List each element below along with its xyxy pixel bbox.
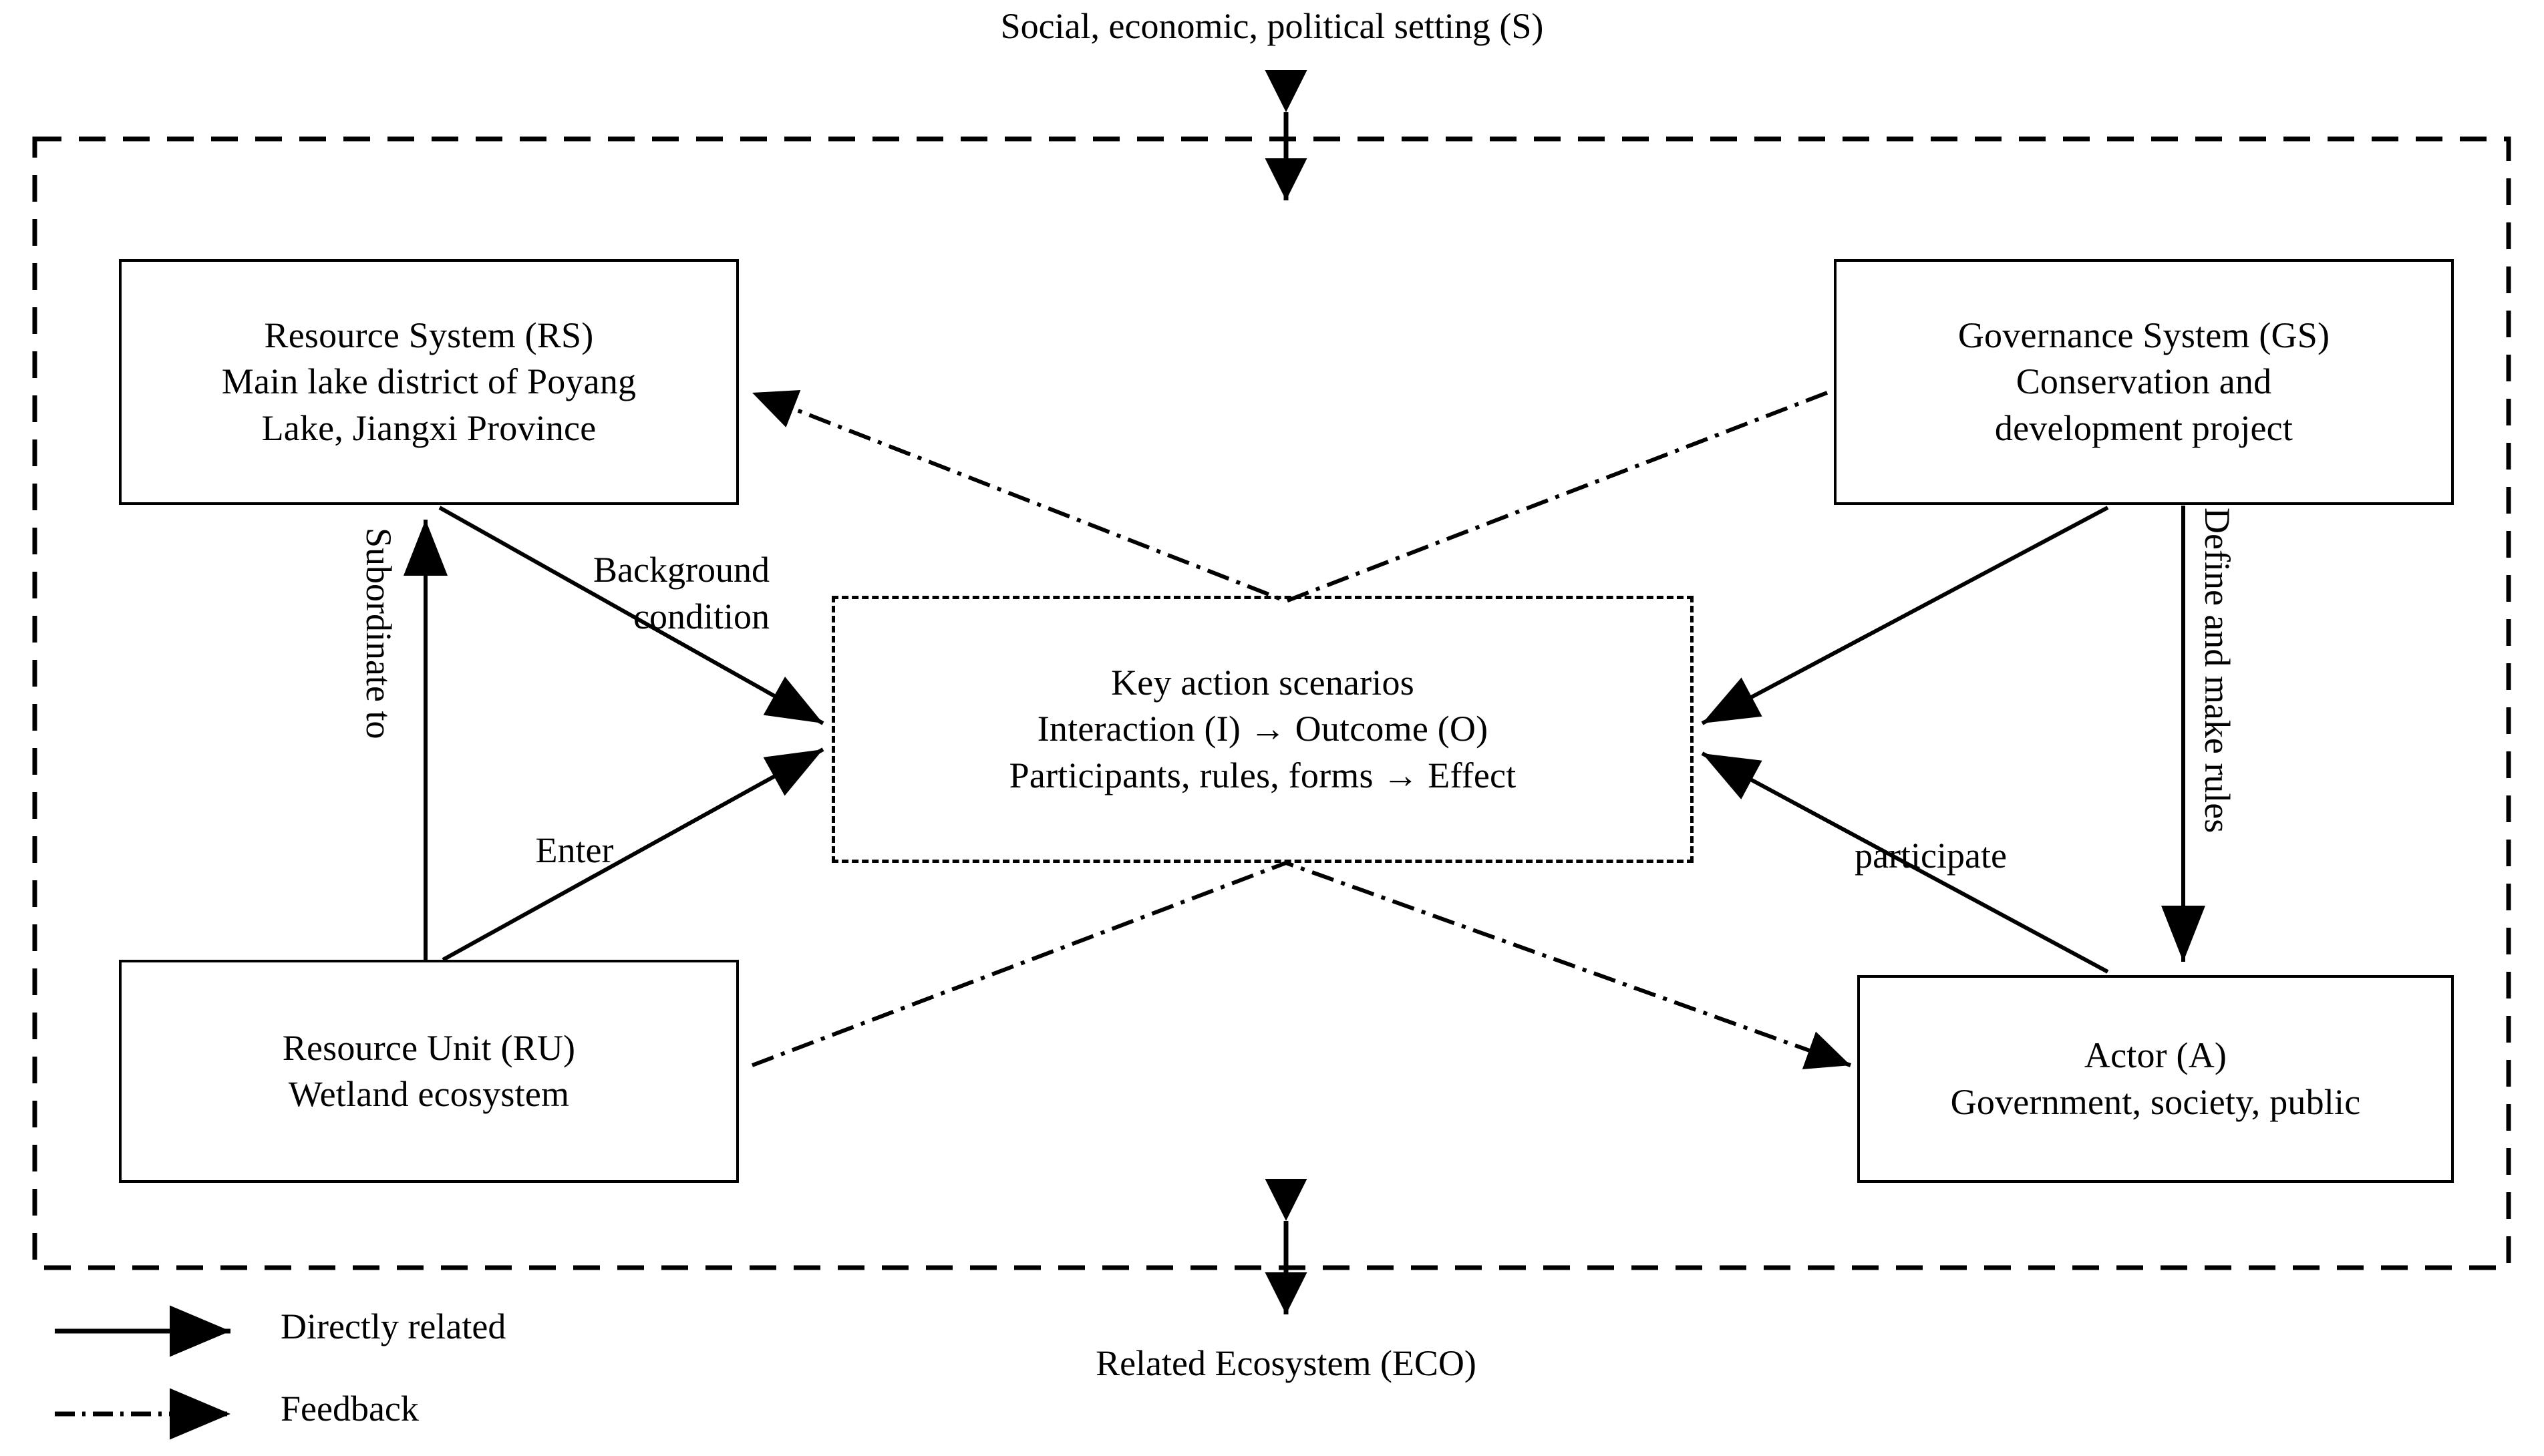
edge-rs-to-key-action bbox=[438, 506, 824, 725]
edge-gs-to-key-action bbox=[1701, 506, 2109, 725]
node-actor-line-1: Actor (A) bbox=[2084, 1035, 2227, 1076]
legend-label-feedback: Feedback bbox=[281, 1389, 419, 1429]
node-governance-system-line-1: Governance System (GS) bbox=[1957, 315, 2330, 356]
edge-feedback-ru-to-actor bbox=[751, 860, 1852, 1069]
bottom-caption: Related Ecosystem (ECO) bbox=[1096, 1343, 1476, 1383]
node-key-action-line-3: Participants, rules, forms → Effect bbox=[1009, 755, 1517, 795]
node-key-action-line-1: Key action scenarios bbox=[1111, 663, 1414, 703]
node-key-action-scenarios[interactable]: Key action scenarios Interaction (I) → O… bbox=[832, 596, 1694, 863]
node-resource-system[interactable]: Resource System (RS) Main lake district … bbox=[119, 259, 739, 505]
node-governance-system[interactable]: Governance System (GS) Conservation and … bbox=[1834, 259, 2454, 505]
edge-ru-to-key-action bbox=[442, 747, 824, 962]
node-governance-system-line-3: development project bbox=[1994, 407, 2293, 448]
node-governance-system-line-2: Conservation and bbox=[2016, 361, 2272, 402]
edge-actor-to-key-action bbox=[1701, 751, 2109, 974]
edge-label-enter: Enter bbox=[535, 830, 614, 870]
node-resource-system-line-3: Lake, Jiangxi Province bbox=[261, 407, 597, 448]
edge-label-participate: participate bbox=[1855, 836, 2007, 876]
node-resource-system-line-2: Main lake district of Poyang bbox=[221, 361, 637, 402]
edge-label-define-and-make-rules: Define and make rules bbox=[2197, 508, 2237, 834]
legend-label-directly-related: Directly related bbox=[281, 1306, 506, 1346]
edge-label-background-condition-line1: Background bbox=[593, 550, 770, 590]
top-caption: Social, economic, political setting (S) bbox=[1000, 6, 1544, 46]
edge-feedback-gs-to-rs bbox=[751, 390, 1828, 604]
node-actor[interactable]: Actor (A) Government, society, public bbox=[1857, 975, 2454, 1183]
node-resource-system-line-1: Resource System (RS) bbox=[264, 315, 594, 356]
node-resource-unit[interactable]: Resource Unit (RU) Wetland ecosystem bbox=[119, 960, 739, 1183]
node-resource-unit-line-2: Wetland ecosystem bbox=[288, 1074, 570, 1114]
node-key-action-line-2: Interaction (I) → Outcome (O) bbox=[1037, 709, 1488, 749]
edge-label-background-condition-line2: condition bbox=[633, 596, 770, 636]
edge-label-subordinate-to: Subordinate to bbox=[359, 528, 399, 739]
node-resource-unit-line-1: Resource Unit (RU) bbox=[282, 1027, 576, 1068]
node-actor-line-2: Government, society, public bbox=[1950, 1081, 2361, 1122]
